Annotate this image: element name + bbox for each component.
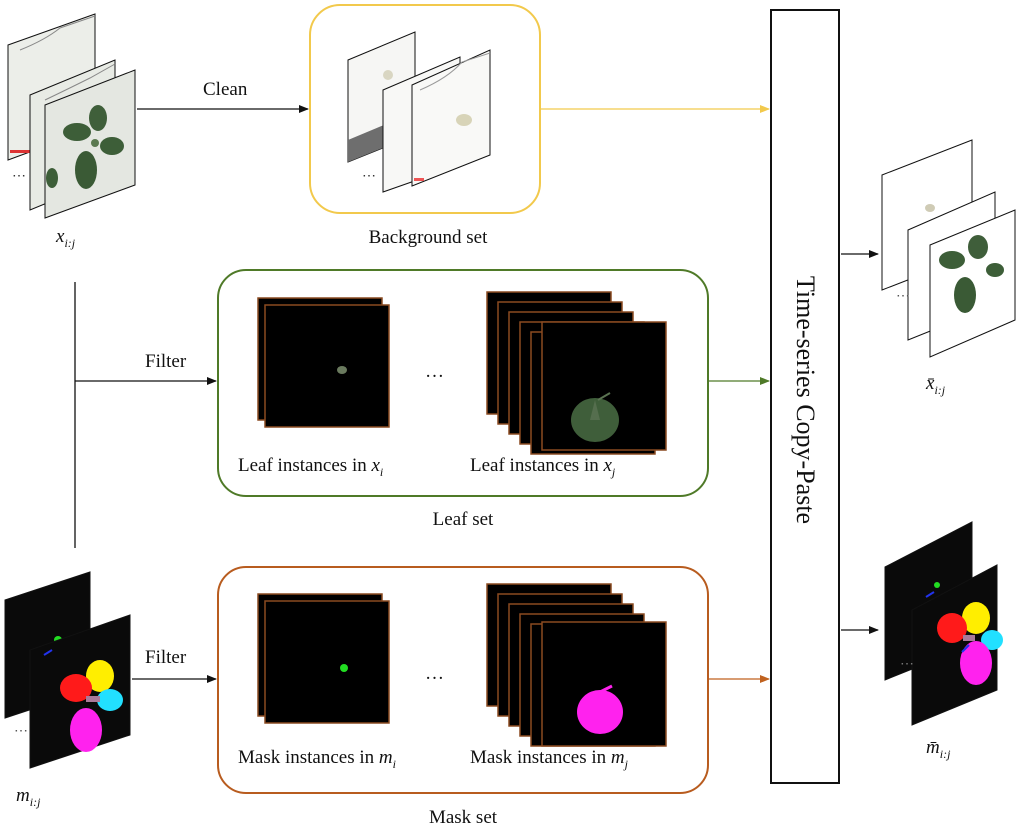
mask-instances-mj: [486, 583, 667, 747]
background-set-label: Background set: [368, 227, 488, 248]
svg-text:⋯: ⋯: [14, 724, 28, 739]
filter-label-bottom: Filter: [145, 647, 187, 668]
leaf-set-box: [217, 269, 709, 497]
x-ij-label: xi:j: [56, 226, 76, 250]
svg-text:⋯: ⋯: [896, 289, 910, 304]
mask-set-label: Mask set: [428, 807, 498, 828]
time-series-copy-paste-label: Time-series Copy-Paste: [791, 275, 820, 525]
m-bar-ij-label: m̄i:j: [926, 737, 951, 761]
svg-text:⋯: ⋯: [12, 169, 26, 184]
svg-text:⋯: ⋯: [900, 657, 914, 672]
leaf-instances-xi: [257, 297, 390, 428]
svg-text:⋯: ⋯: [362, 169, 376, 184]
leaf-instances-xj-caption: Leaf instances in xj: [470, 455, 616, 479]
leaf-ellipsis: …: [425, 361, 444, 382]
mask-instances-mi-caption: Mask instances in mi: [238, 747, 396, 771]
input-mask-stack: ⋯: [4, 571, 131, 769]
mask-instances-mi: [257, 593, 390, 724]
x-bar-ij-label: x̄i:j: [926, 373, 946, 397]
leaf-set-label: Leaf set: [432, 509, 494, 530]
m-ij-label: mi:j: [16, 785, 41, 809]
leaf-instances-xj: [486, 291, 667, 455]
output-mask-stack: ⋯: [884, 521, 1003, 726]
input-image-stack: ⋯: [7, 13, 136, 219]
clean-label: Clean: [203, 79, 248, 100]
background-set-box: [309, 4, 541, 214]
time-series-copy-paste-box: [770, 9, 840, 784]
leaf-instances-xi-caption: Leaf instances in xi: [238, 455, 384, 479]
output-image-stack: ⋯: [881, 139, 1016, 358]
background-image-stack: ⋯: [347, 31, 491, 193]
mask-set-box: [217, 566, 709, 794]
filter-label-top: Filter: [145, 351, 187, 372]
mask-instances-mj-caption: Mask instances in mj: [470, 747, 628, 771]
mask-ellipsis: …: [425, 663, 444, 684]
